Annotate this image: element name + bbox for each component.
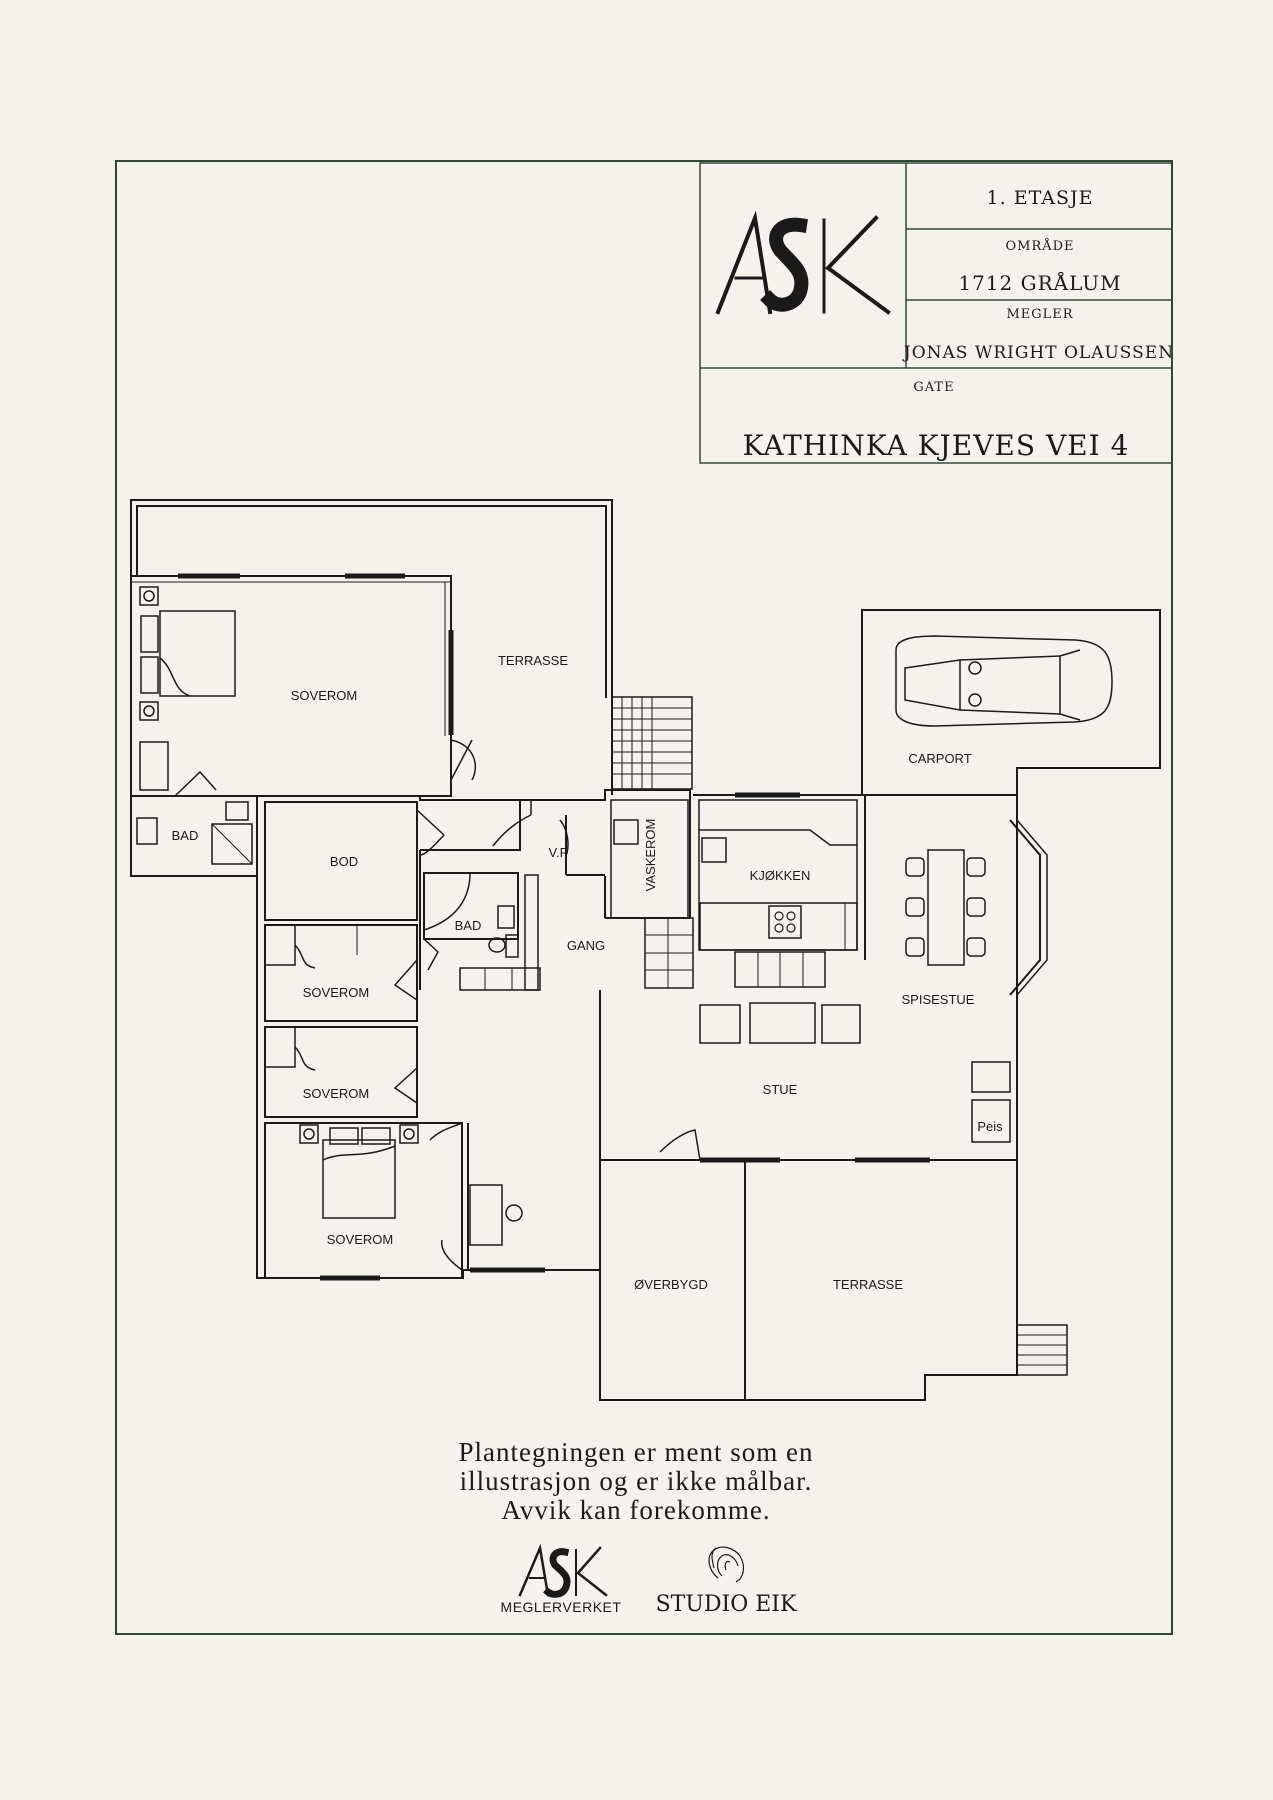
room-bad-center: BAD — [455, 918, 482, 933]
ask-logo-sub: MEGLERVERKET — [501, 1599, 622, 1615]
room-stue: STUE — [763, 1082, 798, 1097]
disclaimer-line2: illustrasjon og er ikke målbar. — [459, 1466, 813, 1496]
street-value: KATHINKA KJEVES VEI 4 — [743, 429, 1130, 462]
room-gang: GANG — [567, 938, 605, 953]
broker-label: MEGLER — [1006, 307, 1073, 322]
area-value: 1712 GRÅLUM — [958, 270, 1121, 295]
title-block — [699, 162, 1173, 464]
floor-label: 1. ETASJE — [987, 187, 1094, 209]
area-label: OMRÅDE — [1005, 238, 1074, 254]
disclaimer: Plantegningen er ment som en illustrasjo… — [336, 1438, 936, 1525]
room-vf: V.F — [548, 845, 567, 860]
room-overbygd: ØVERBYGD — [634, 1277, 708, 1292]
ask-logo-bottom — [518, 1543, 608, 1598]
disclaimer-line1: Plantegningen er ment som en — [458, 1437, 814, 1467]
disclaimer-line3: Avvik kan forekomme. — [501, 1495, 771, 1525]
room-soverom-3: SOVEROM — [303, 1086, 369, 1101]
room-soverom-master: SOVEROM — [291, 688, 357, 703]
room-peis: Peis — [977, 1119, 1003, 1134]
studio-eik-logo: STUDIO EIK — [656, 1592, 797, 1617]
room-terrasse-bottom: TERRASSE — [833, 1277, 903, 1292]
plan-walls — [130, 499, 1161, 1401]
room-bod: BOD — [330, 854, 358, 869]
room-spisestue: SPISESTUE — [902, 992, 975, 1007]
room-vaskerom: VASKEROM — [643, 819, 658, 892]
broker-value: JONAS WRIGHT OLAUSSEN — [902, 343, 1174, 363]
room-kjokken: KJØKKEN — [750, 868, 811, 883]
page-frame — [115, 160, 1173, 1635]
room-soverom-4: SOVEROM — [327, 1232, 393, 1247]
room-terrasse-top: TERRASSE — [498, 653, 568, 668]
studio-eik-icon — [708, 1546, 745, 1583]
room-carport: CARPORT — [908, 751, 971, 766]
street-label: GATE — [913, 380, 954, 395]
room-bad-left: BAD — [172, 828, 199, 843]
ask-logo-title — [715, 210, 891, 315]
room-soverom-2: SOVEROM — [303, 985, 369, 1000]
